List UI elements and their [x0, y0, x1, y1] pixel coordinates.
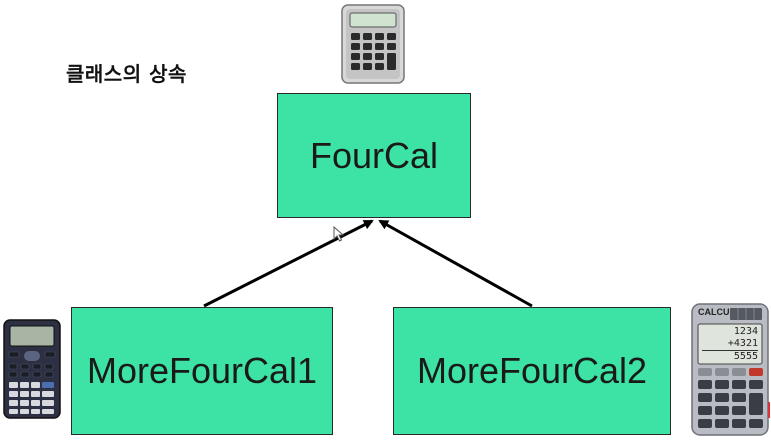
class-label-fourcal: FourCal	[309, 134, 439, 176]
class-label-morefourcal1: MoreFourCal1	[86, 350, 318, 391]
class-box-fourcal: FourCal	[277, 93, 471, 218]
mouse-cursor-icon	[333, 226, 345, 242]
calculator-display-line-1: 1234	[733, 326, 758, 337]
calculator-display-line-3: 5555	[702, 350, 758, 363]
office-calculator-icon: CALCU 1234 +4321 5555	[690, 302, 770, 437]
office-calculator-body	[691, 303, 769, 436]
class-box-morefourcal2: MoreFourCal2	[393, 307, 671, 435]
page-title: 클래스의 상속	[66, 62, 187, 86]
arrow-child1-to-parent	[203, 219, 374, 308]
edge-mark	[768, 402, 770, 418]
arrow-child2-to-parent	[378, 219, 533, 308]
class-box-morefourcal1: MoreFourCal1	[71, 307, 333, 435]
class-label-morefourcal2: MoreFourCal2	[416, 350, 648, 391]
simple-calculator-icon	[341, 4, 405, 84]
calculator-brand-label: CALCU	[698, 307, 730, 317]
calculator-display-line-2: +4321	[727, 338, 758, 349]
scientific-calculator-icon	[3, 319, 61, 419]
